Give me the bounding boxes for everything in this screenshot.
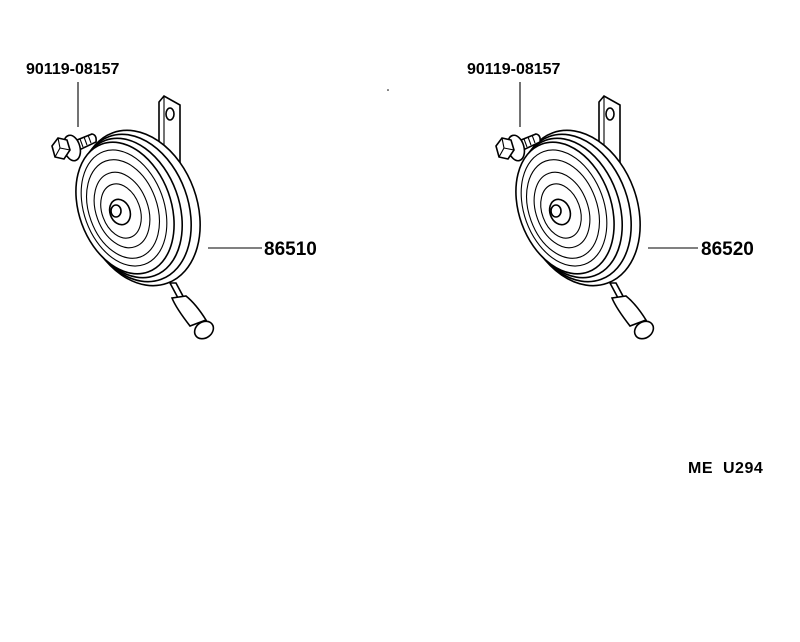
part-number-bolt-right: 90119-08157 [467,61,561,78]
part-number-horn-left: 86510 [264,239,317,260]
horn-right-drawing [497,95,662,344]
horn-left-drawing [57,95,222,344]
drawing-code-number: U294 [723,460,764,477]
horn-assembly-left [51,82,262,344]
drawing-code-prefix: ME [688,460,713,477]
stray-dot [387,89,389,91]
part-number-bolt-left: 90119-08157 [26,61,120,78]
part-number-horn-right: 86520 [701,239,754,260]
drawing-code: ME U294 [688,461,763,477]
horn-assembly-right [495,82,698,344]
